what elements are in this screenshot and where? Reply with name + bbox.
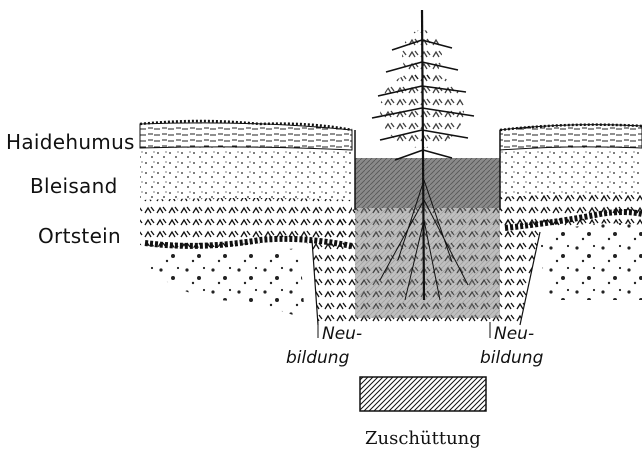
label-bleisand: Bleisand	[30, 174, 118, 198]
label-neubildung-left-1: Neu-	[322, 325, 362, 344]
label-neubildung-right-2: bildung	[480, 349, 543, 368]
label-haidehumus: Haidehumus	[6, 130, 135, 154]
legend-swatch-zuschuettung	[360, 377, 486, 411]
label-neubildung-left-2: bildung	[286, 349, 349, 368]
legend-label-zuschuettung: Zuschüttung	[365, 428, 481, 449]
label-neubildung-right-1: Neu-	[494, 325, 534, 344]
label-ortstein: Ortstein	[38, 224, 121, 248]
